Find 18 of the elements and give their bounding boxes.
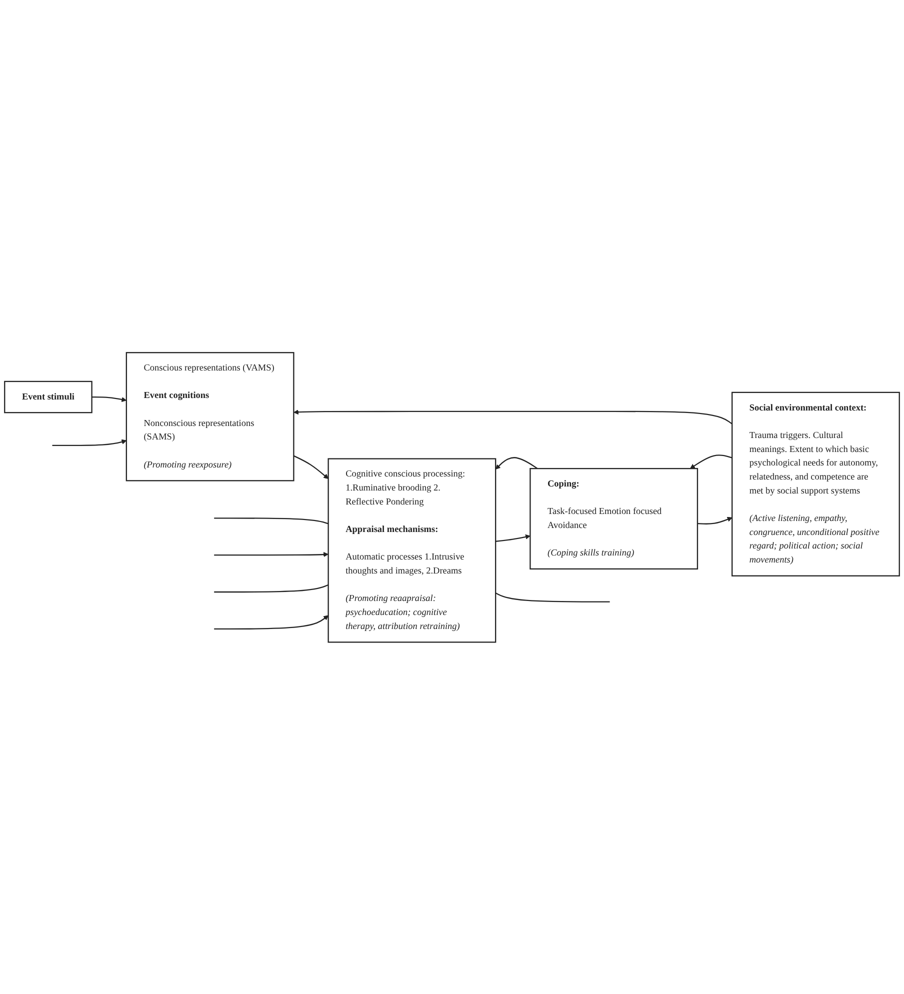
- arrow: [496, 534, 530, 542]
- text-box: Social environmental context: Trauma triggers. Cultural meanings. Extent to which basic psychological needs for autonomy, relatedness, and competence are met by social support systems (Active listening, empathy, congruence, unconditional positive regard; political action; social movements): [732, 391, 900, 576]
- arrow: [293, 454, 329, 479]
- text-box: Event stimuli: [4, 380, 92, 413]
- arrow: [697, 516, 732, 524]
- text-box: Coping: Task-focused Emotion focused Avoidance (Coping skills training): [530, 468, 698, 570]
- arrow: [293, 409, 732, 424]
- arrow: [52, 438, 127, 446]
- line: [214, 584, 329, 592]
- text-box: Cognitive conscious processing: 1.Ruminative brooding 2. Reflective Pondering Appraisal mechanisms: Automatic processes 1.Intrusive thoughts and images, 2.Dreams (Promoting reaapraisal: psychoeducation; cognitive therapy, attribution retraining): [328, 458, 496, 642]
- text-box: Conscious representations (VAMS) Event cognitions Nonconscious representations (SAMS) (Promoting reexposure): [126, 352, 294, 481]
- line: [495, 592, 610, 602]
- arrow: [495, 456, 538, 470]
- arrow: [214, 552, 329, 557]
- line: [214, 517, 328, 524]
- arrow: [92, 396, 127, 402]
- arrow: [214, 614, 329, 630]
- arrow: [690, 454, 732, 468]
